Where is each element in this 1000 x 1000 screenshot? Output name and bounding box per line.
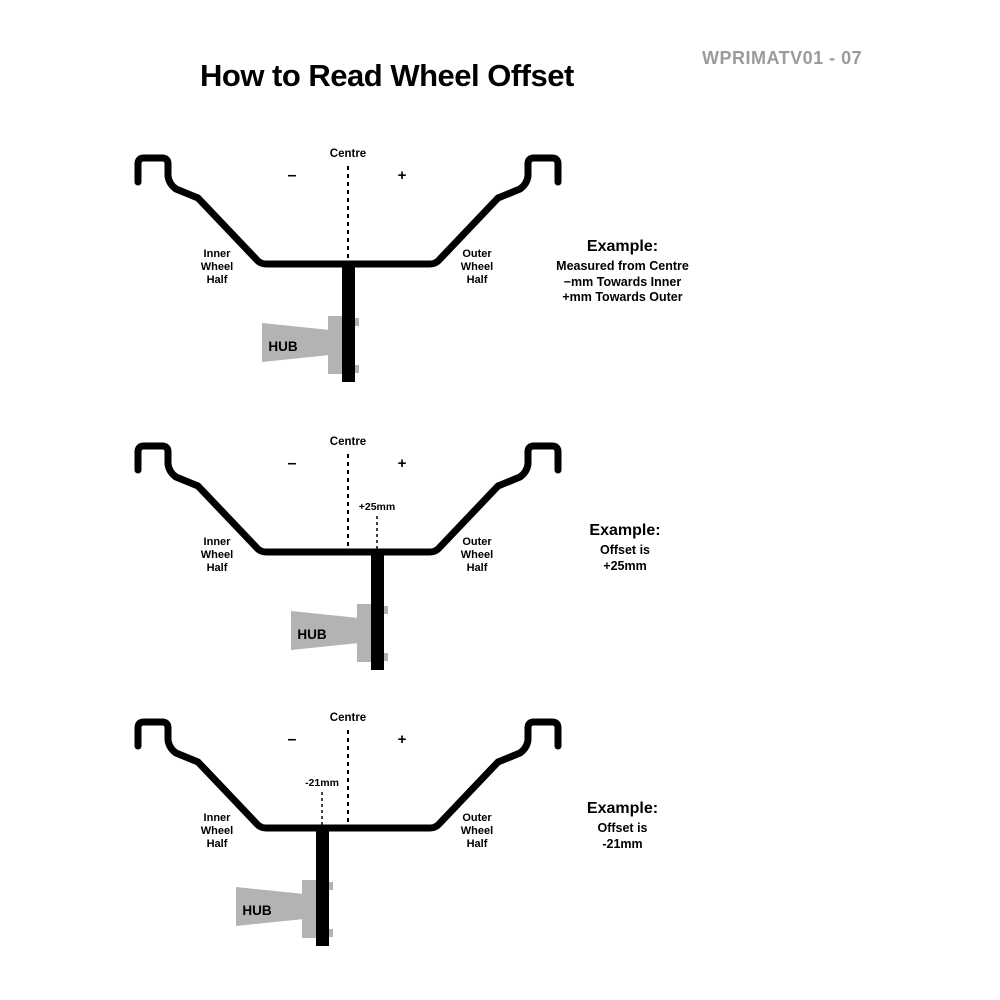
wheel-diagram-1: Centre – + Inner Wheel Half Outer Wheel … [134, 148, 562, 382]
inner-wheel-half-label: Inner [204, 248, 232, 260]
example-line: Measured from Centre [556, 259, 689, 273]
outer-wheel-half-label: Half [467, 838, 488, 850]
example-block-1: Example: Measured from Centre −mm Toward… [530, 238, 715, 306]
page-title: How to Read Wheel Offset [200, 58, 574, 93]
example-line: +mm Towards Outer [562, 290, 683, 304]
inner-wheel-half-label: Half [207, 274, 228, 286]
offset-value-label: -21mm [305, 777, 339, 789]
outer-wheel-half-label: Wheel [461, 549, 493, 561]
offset-value-label: +25mm [359, 501, 395, 513]
example-block-3: Example: Offset is -21mm [540, 800, 705, 852]
hub-label: HUB [242, 903, 271, 918]
hub-tab-bottom [382, 653, 388, 661]
centre-label: Centre [330, 712, 366, 724]
plus-label: + [398, 731, 407, 748]
wheel-diagram-2: Centre – + +25mm Inner Wheel Half Outer … [134, 436, 562, 670]
hub-label: HUB [268, 339, 297, 354]
inner-wheel-half-label: Inner [204, 536, 232, 548]
example-line: -21mm [602, 836, 643, 851]
example-line: Offset is [599, 543, 650, 557]
hub-tab-top [353, 318, 359, 326]
plus-label: + [398, 455, 407, 472]
hub-cone [236, 887, 304, 926]
hub-label: HUB [297, 627, 326, 642]
centre-label: Centre [330, 148, 366, 160]
example-block-2: Example: Offset is +25mm [540, 522, 710, 574]
hub-cone [291, 611, 359, 650]
hub-tab-bottom [353, 365, 359, 373]
example-line: +25mm [603, 558, 647, 573]
minus-label: – [288, 455, 297, 472]
centre-label: Centre [330, 436, 366, 448]
example-line: −mm Towards Inner [563, 274, 682, 289]
outer-wheel-half-label: Half [467, 562, 488, 574]
outer-wheel-half-label: Outer [462, 812, 492, 824]
example-heading: Example: [586, 800, 659, 817]
mounting-face-bar [316, 828, 329, 946]
outer-wheel-half-label: Wheel [461, 261, 493, 273]
outer-wheel-half-label: Outer [462, 248, 492, 260]
inner-wheel-half-label: Half [207, 562, 228, 574]
part-number: WPRIMATV01 - 07 [702, 48, 863, 68]
inner-wheel-half-label: Wheel [201, 825, 233, 837]
example-line: Offset is [597, 821, 648, 835]
inner-wheel-half-label: Wheel [201, 261, 233, 273]
example-heading: Example: [586, 238, 659, 255]
plus-label: + [398, 167, 407, 184]
outer-wheel-half-label: Wheel [461, 825, 493, 837]
minus-label: – [288, 731, 297, 748]
outer-wheel-half-label: Half [467, 274, 488, 286]
wheel-diagram-3: Centre – + -21mm Inner Wheel Half Outer … [134, 712, 562, 946]
mounting-face-bar [342, 264, 355, 382]
hub-tab-top [327, 882, 333, 890]
mounting-face-bar [371, 552, 384, 670]
hub-tab-bottom [327, 929, 333, 937]
example-heading: Example: [589, 522, 661, 539]
hub-cone [262, 323, 330, 362]
inner-wheel-half-label: Wheel [201, 549, 233, 561]
inner-wheel-half-label: Inner [204, 812, 232, 824]
inner-wheel-half-label: Half [207, 838, 228, 850]
minus-label: – [288, 167, 297, 184]
hub-tab-top [382, 606, 388, 614]
outer-wheel-half-label: Outer [462, 536, 492, 548]
